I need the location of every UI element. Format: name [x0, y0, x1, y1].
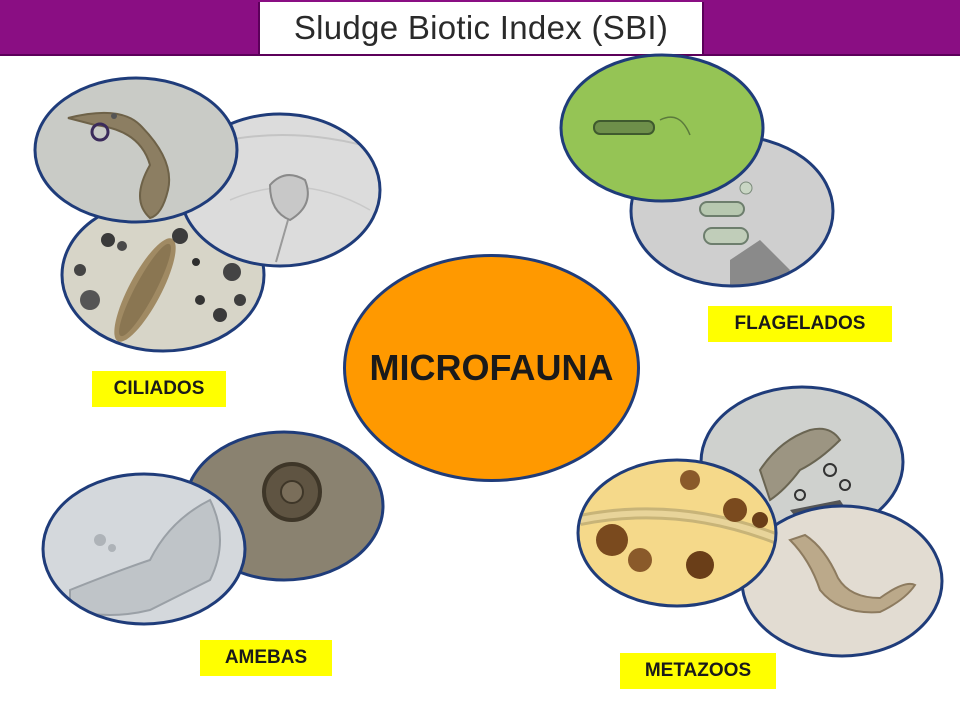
label-flagelados: FLAGELADOS: [708, 306, 892, 342]
metazoa-photo-2: [740, 504, 944, 658]
metazoa-photo-3: [576, 458, 778, 608]
ciliate-photo-3: [33, 76, 239, 224]
flagellate-photo-2: [559, 53, 765, 203]
title-bar: Sludge Biotic Index (SBI): [0, 0, 960, 56]
label-metazoos: METAZOOS: [620, 653, 776, 689]
center-label: MICROFAUNA: [369, 347, 614, 388]
ameba-photo-2: [41, 472, 247, 626]
label-amebas: AMEBAS: [200, 640, 332, 676]
title-box: Sludge Biotic Index (SBI): [258, 2, 704, 54]
label-ciliados: CILIADOS: [92, 371, 226, 407]
slide-title: Sludge Biotic Index (SBI): [293, 9, 669, 46]
microfauna-center-ellipse: MICROFAUNA: [343, 254, 640, 482]
